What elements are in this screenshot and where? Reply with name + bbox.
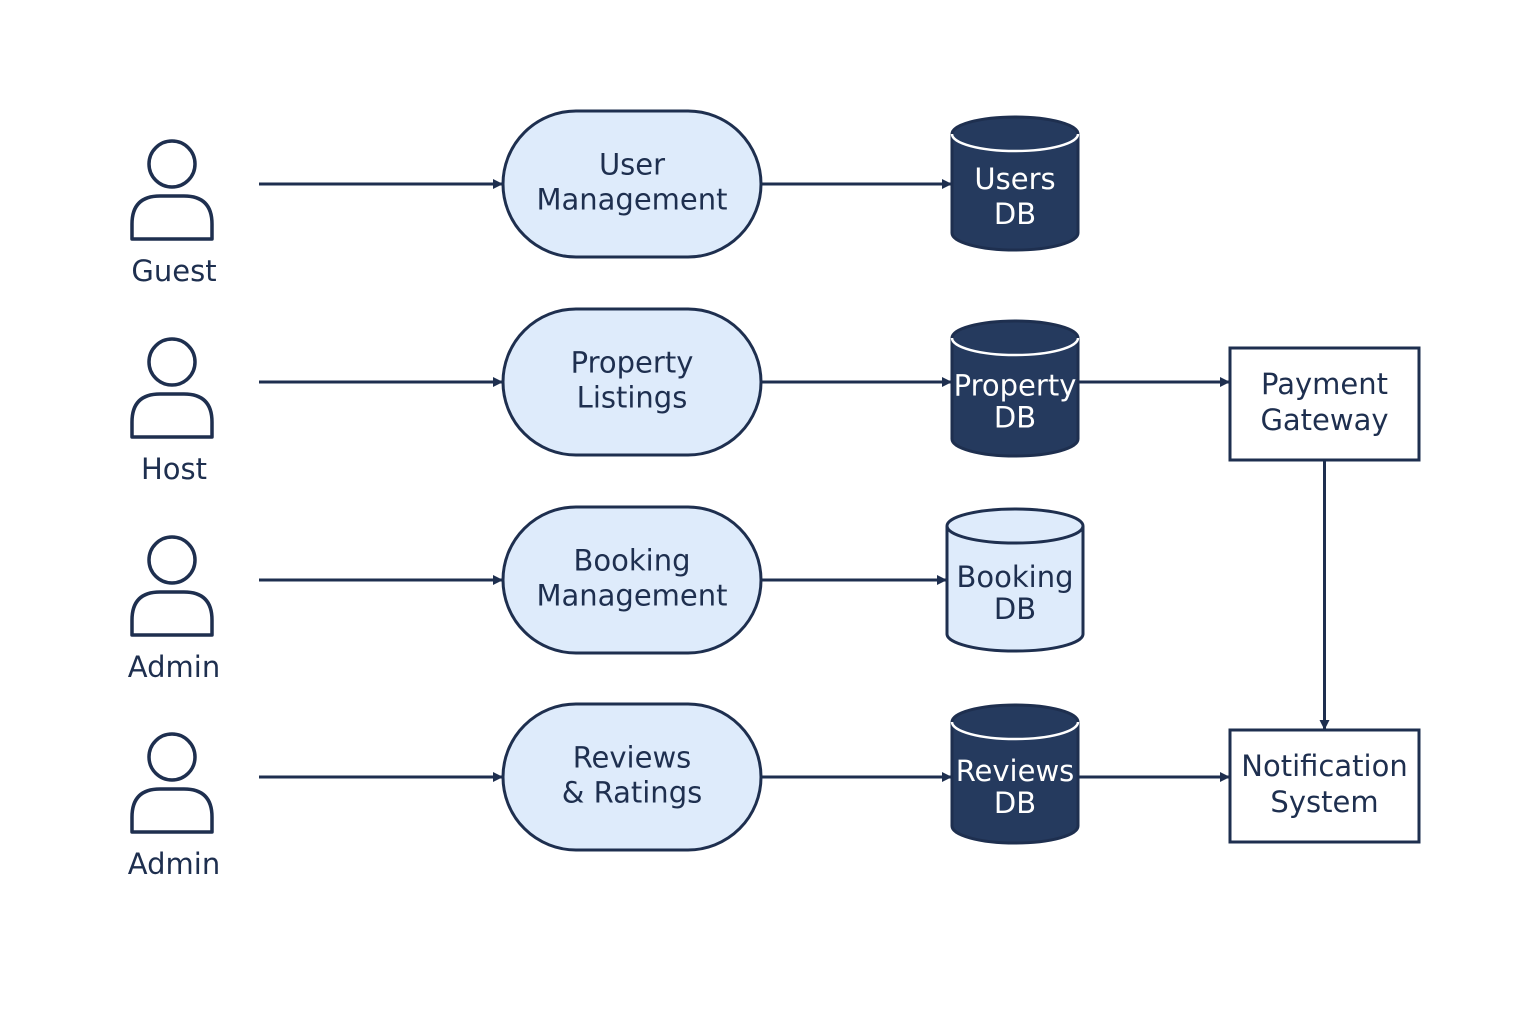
datastore-label-line: DB: [994, 592, 1036, 626]
datastore-label-line: DB: [994, 197, 1036, 231]
external-label-line: System: [1270, 785, 1378, 819]
process-label: Reviews& Ratings: [562, 741, 702, 810]
person-icon: [130, 732, 214, 834]
person-icon: [130, 139, 214, 241]
actor-guest[interactable]: Guest: [130, 139, 217, 288]
actor-label: Admin: [128, 650, 220, 684]
edges-layer: [259, 179, 1330, 782]
datastore-label-line: DB: [994, 401, 1036, 435]
process-label-line: User: [599, 148, 665, 182]
process-label-line: & Ratings: [562, 776, 702, 810]
datastore-label-line: Reviews: [956, 754, 1075, 788]
actor-admin-1[interactable]: Admin: [128, 535, 220, 684]
process-label-line: Management: [536, 183, 727, 217]
datastore-label-line: Users: [974, 162, 1055, 196]
external-shape: [1228, 728, 1421, 844]
database-cylinder-icon: [950, 115, 1080, 252]
process-shape: [501, 307, 763, 457]
process-label-line: Listings: [577, 381, 688, 415]
actor-label: Host: [141, 452, 207, 486]
database-cylinder-icon: [950, 703, 1080, 845]
external-shape: [1228, 346, 1421, 462]
database-cylinder-icon: [945, 507, 1085, 653]
person-icon: [130, 535, 214, 637]
datastore-label-line: Property: [954, 369, 1077, 403]
database-cylinder-icon: [950, 319, 1080, 458]
actor-admin-2[interactable]: Admin: [128, 732, 220, 881]
person-icon: [130, 337, 214, 439]
process-reviews-ratings[interactable]: Reviews& Ratings: [501, 702, 763, 852]
actor-host[interactable]: Host: [130, 337, 214, 486]
process-shape: [501, 505, 763, 655]
external-label-line: Notification: [1241, 749, 1407, 783]
process-shape: [501, 702, 763, 852]
datastore-label-line: DB: [994, 786, 1036, 820]
process-shape: [501, 109, 763, 259]
process-label-line: Booking: [573, 544, 690, 578]
process-label-line: Reviews: [573, 741, 692, 775]
actor-label: Guest: [131, 254, 216, 288]
datastore-label-line: Booking: [956, 560, 1073, 594]
external-label-line: Gateway: [1260, 403, 1388, 437]
actor-label: Admin: [128, 847, 220, 881]
process-label-line: Management: [536, 579, 727, 613]
external-label-line: Payment: [1261, 367, 1388, 401]
process-label-line: Property: [571, 346, 694, 380]
